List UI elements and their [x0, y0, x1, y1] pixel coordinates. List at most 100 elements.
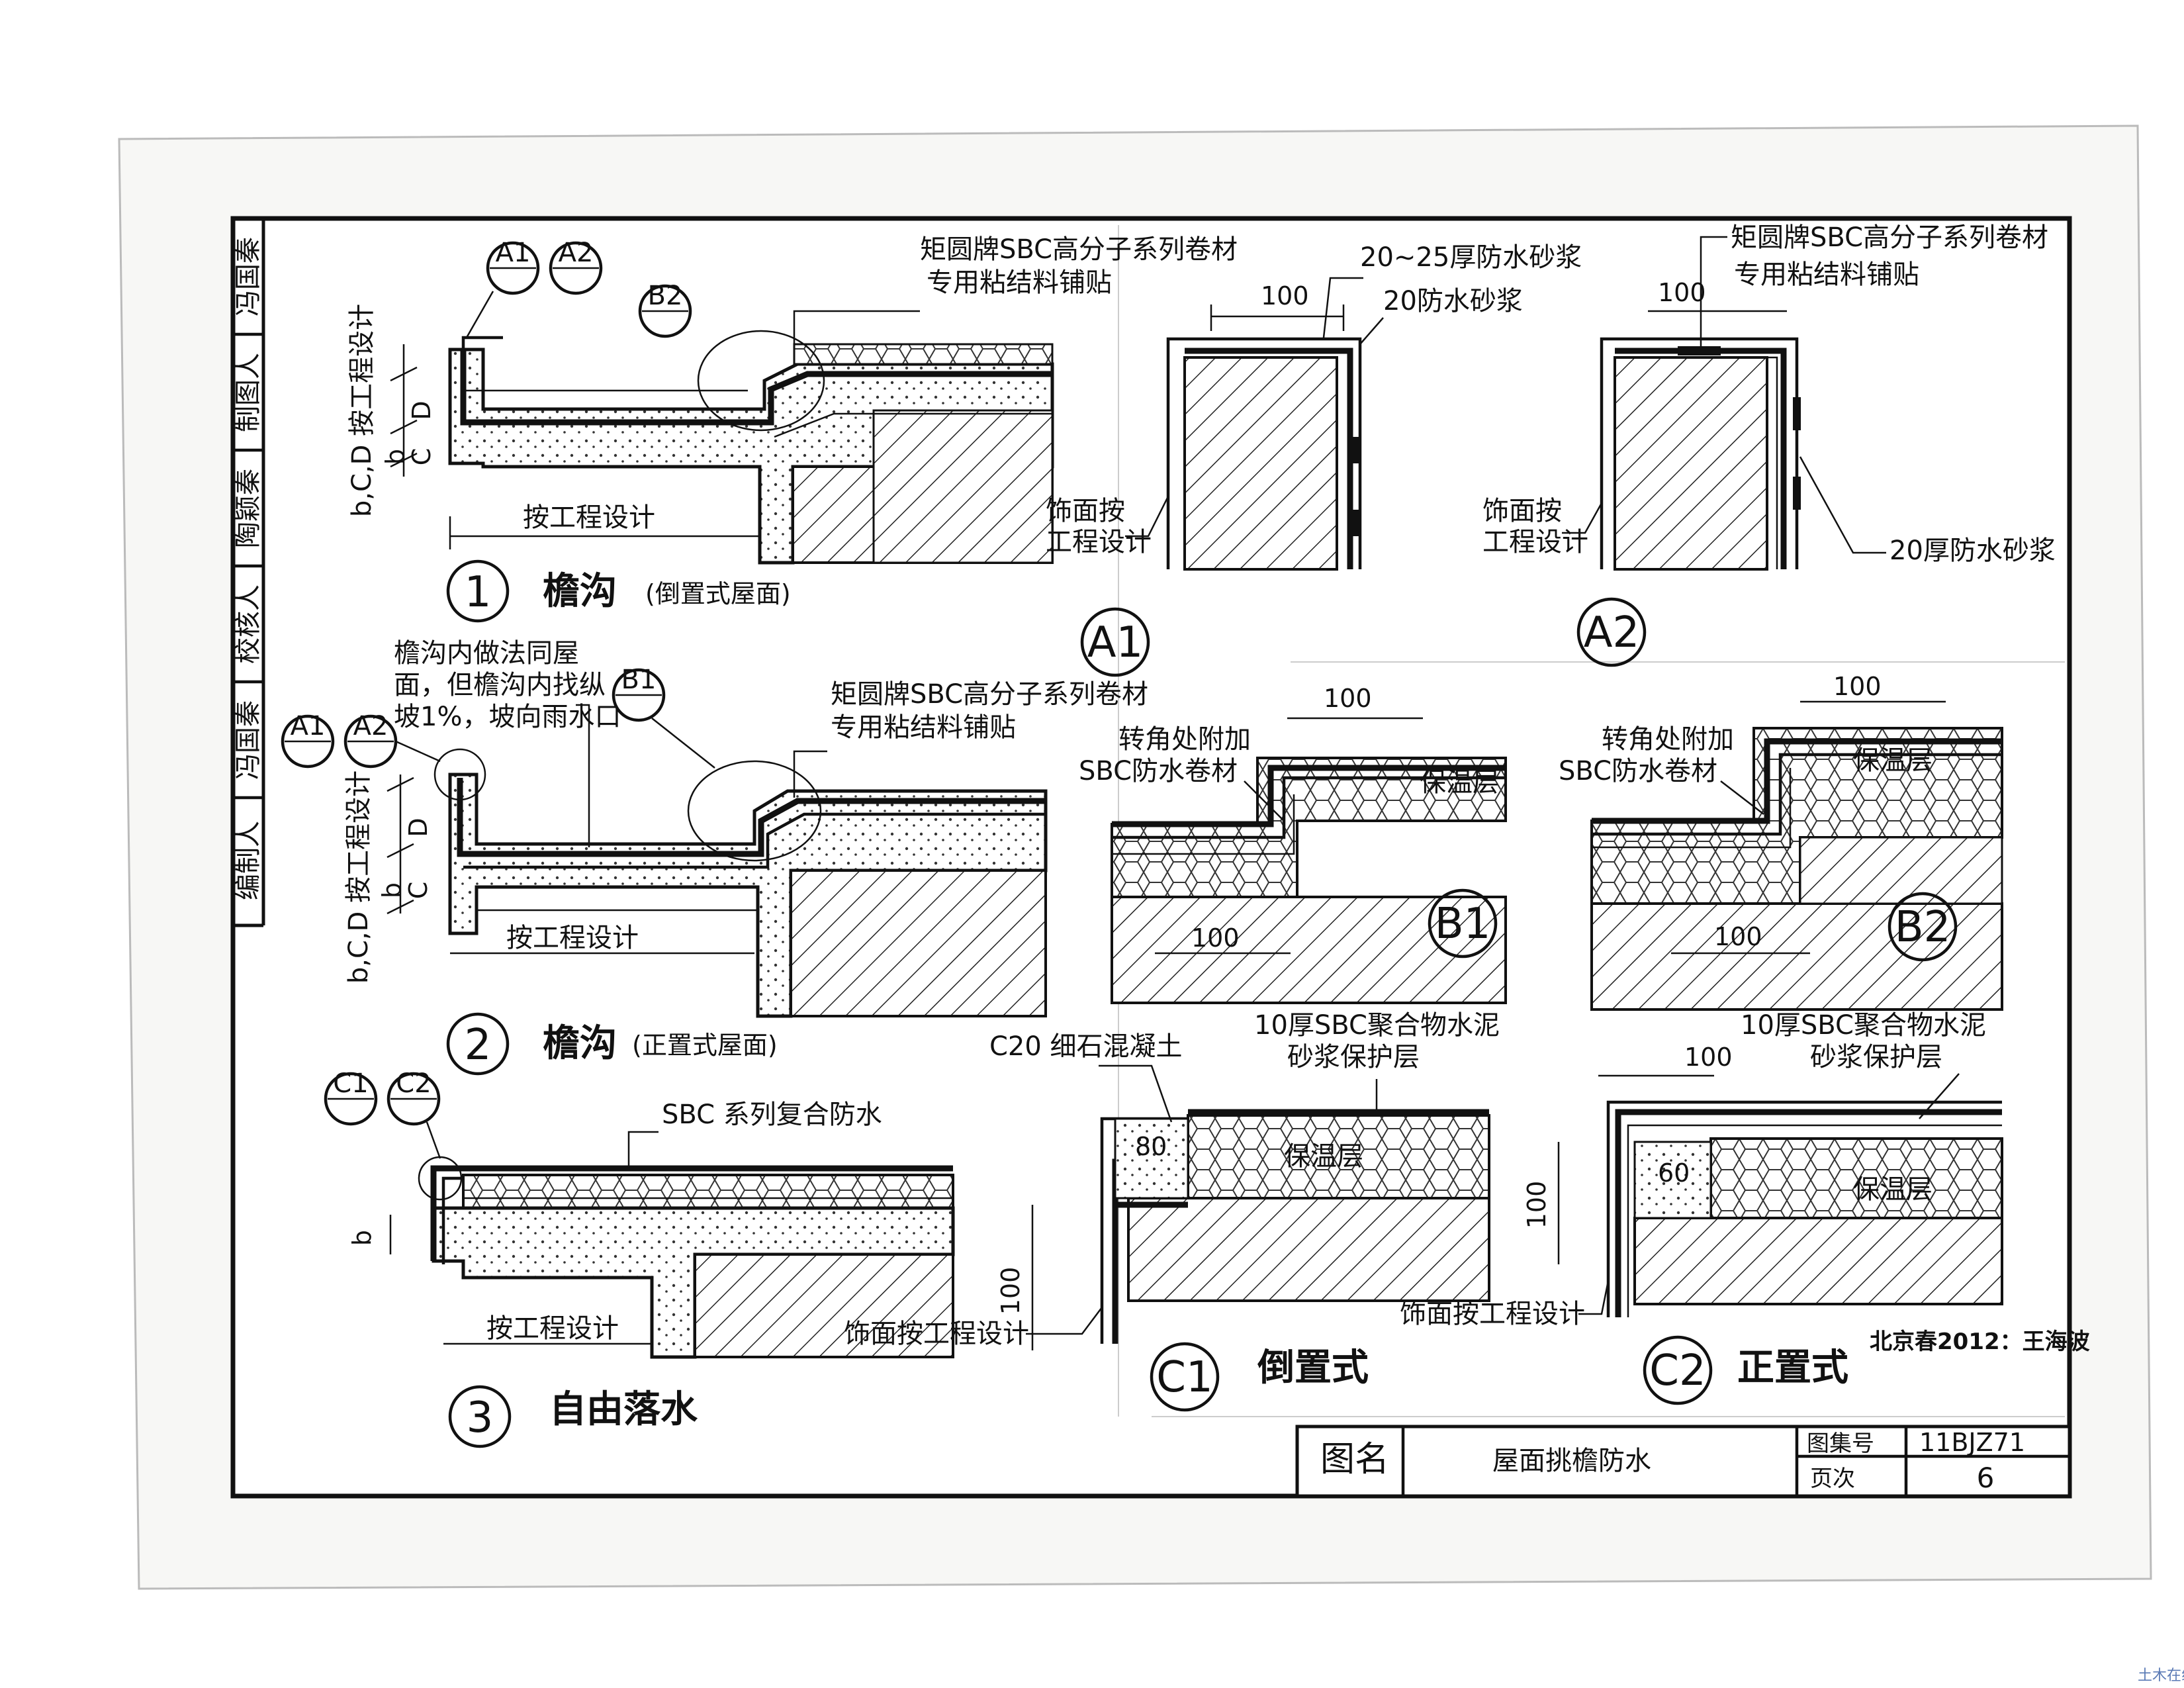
b1-ref-label: B1	[1435, 900, 1491, 949]
sidebar-role-5: 冯国秦	[233, 700, 263, 780]
c1-type: 倒置式	[1257, 1346, 1369, 1389]
tb-label-name: 图名	[1320, 1440, 1389, 1479]
tb-label-atlas: 图集号	[1807, 1430, 1874, 1457]
d3-ref-c1: C1	[333, 1068, 368, 1099]
d2-membrane-2: 专用粘结料铺贴	[831, 712, 1016, 743]
d1-title: 檐沟	[543, 570, 617, 613]
detail-c2: 100 60 100 保温层 10厚SBC聚合物水泥 砂浆保护层 饰面按工程设计…	[1400, 1010, 2003, 1405]
d2-number: 2	[465, 1021, 492, 1070]
d1-ref-a2: A2	[559, 238, 594, 268]
b2-corner-1: 转角处附加	[1602, 724, 1734, 755]
c2-protect-1: 10厚SBC聚合物水泥	[1741, 1010, 1986, 1041]
d1-dim-c: C	[407, 448, 436, 466]
sidebar-roles: 冯国秦 制图人 陶颖秦 校核人 冯国秦 编制人	[233, 237, 263, 900]
d1-dim-d: D	[407, 400, 436, 420]
a1-mortar-a: 20~25厚防水砂浆	[1360, 242, 1582, 273]
d1-bcd-design: b,C,D 按工程设计	[347, 304, 377, 517]
c1-finish: 饰面按工程设计	[844, 1319, 1029, 1349]
detail-3-free-drainage: b 按工程设计 C1 C2 SBC 系列复合防水 3 自由落水	[324, 1068, 955, 1448]
d3-ref-c2: C2	[396, 1068, 431, 1099]
d3-width-design: 按工程设计	[486, 1313, 619, 1344]
b2-corner-2: SBC防水卷材	[1559, 756, 1717, 786]
c2-finish: 饰面按工程设计	[1400, 1299, 1585, 1329]
c2-dim-100-top: 100	[1684, 1043, 1733, 1072]
a2-dim-100: 100	[1658, 278, 1706, 307]
b1-insulation: 保温层	[1420, 767, 1499, 798]
d2-bcd-design: b,C,D 按工程设计	[343, 771, 374, 984]
d2-width-design: 按工程设计	[506, 923, 639, 953]
d2-ref-b1: B1	[621, 665, 657, 695]
d3-dim-b: b	[347, 1230, 377, 1246]
c1-protect-1: 10厚SBC聚合物水泥	[1254, 1010, 1500, 1041]
c1-dim-80: 80	[1135, 1132, 1167, 1161]
scan-ghost-lines	[1118, 225, 2065, 1417]
d2-note-2: 面，但檐沟内找纵	[394, 670, 606, 700]
a2-mortar: 20厚防水砂浆	[1889, 536, 2056, 566]
sidebar-role-1: 冯国秦	[233, 237, 263, 316]
b2-insulation: 保温层	[1853, 745, 1933, 776]
b1-dim-top: 100	[1324, 684, 1372, 713]
b2-dim-top: 100	[1833, 672, 1882, 701]
c1-dim-100: 100	[996, 1267, 1025, 1315]
tb-atlas: 11BJZ71	[1919, 1428, 2025, 1457]
d1-dim-b: b	[381, 449, 410, 465]
a2-membrane-2: 专用粘结料铺贴	[1734, 259, 1919, 290]
tb-label-page: 页次	[1810, 1466, 1855, 1492]
d2-dim-b: b	[377, 882, 406, 898]
c1-ref-label: C1	[1156, 1353, 1212, 1402]
a1-finish-2: 工程设计	[1046, 527, 1152, 557]
detail-b2: 100 100 转角处附加 SBC防水卷材 保温层 B2	[1559, 672, 2003, 1011]
d2-ref-a2: A2	[353, 711, 388, 741]
d2-dim-d: D	[404, 818, 433, 837]
a2-finish-2: 工程设计	[1482, 527, 1588, 557]
d1-ref-b2: B2	[648, 281, 683, 311]
c1-protect-2: 砂浆保护层	[1287, 1042, 1420, 1072]
b2-dim-bottom: 100	[1714, 922, 1762, 951]
sidebar-role-2: 制图人	[233, 353, 263, 432]
d1-ref-a1: A1	[496, 238, 531, 268]
sidebar-role-4: 校核人	[233, 585, 263, 664]
d3-title: 自由落水	[549, 1388, 698, 1431]
c2-dim-60: 60	[1658, 1158, 1690, 1188]
watermark: 土木在线	[2138, 1667, 2184, 1684]
a1-ref-label: A1	[1087, 618, 1144, 667]
a2-finish-1: 饰面按	[1482, 496, 1562, 526]
b1-dim-bottom: 100	[1191, 923, 1240, 953]
d2-subtitle: (正置式屋面)	[632, 1031, 778, 1060]
d2-ref-a1: A1	[291, 711, 326, 741]
detail-1-eaves-gutter-inverted: D C b b,C,D 按工程设计 按工程设计 A1 A2 B2 矩圆牌SBC高…	[347, 234, 1238, 623]
d2-title: 檐沟	[543, 1022, 617, 1065]
d2-note-1: 檐沟内做法同屋	[394, 638, 579, 669]
detail-c1: 80 100 保温层 C20 细石混凝土 10厚SBC聚合物水泥 砂浆保护层 饰…	[844, 1010, 1500, 1412]
d2-note-3: 坡1%，坡向雨水口	[394, 702, 621, 732]
d1-membrane-1: 矩圆牌SBC高分子系列卷材	[920, 234, 1238, 265]
title-block: 图名 屋面挑檐防水 图集号 11BJZ71 页次 6	[1295, 1425, 2071, 1498]
d2-dim-c: C	[404, 882, 433, 900]
a1-dim-100: 100	[1261, 281, 1309, 310]
c1-insulation: 保温层	[1284, 1141, 1363, 1172]
b1-corner-2: SBC防水卷材	[1079, 756, 1238, 786]
a2-membrane-1: 矩圆牌SBC高分子系列卷材	[1731, 222, 2048, 253]
d1-subtitle: (倒置式屋面)	[645, 579, 791, 608]
detail-a1: 100 20~25厚防水砂浆 20防水砂浆 饰面按 工程设计 A1	[1046, 242, 1582, 677]
a1-finish-1: 饰面按	[1046, 496, 1125, 526]
detail-2-eaves-gutter-upright: D C b b,C,D 按工程设计 按工程设计 A1 A2 B1 檐沟内做法同屋…	[281, 638, 1148, 1076]
c2-protect-2: 砂浆保护层	[1810, 1042, 1942, 1072]
sidebar-role-3: 陶颖秦	[233, 469, 263, 548]
d1-width-design: 按工程设计	[523, 502, 655, 533]
detail-b1: 100 100 转角处附加 SBC防水卷材 保温层 B1	[1079, 684, 1507, 1004]
sidebar-role-6: 编制人	[233, 821, 263, 900]
c2-ref-label: C2	[1649, 1346, 1706, 1395]
d1-membrane-2: 专用粘结料铺贴	[927, 267, 1112, 298]
tb-page: 6	[1977, 1462, 1995, 1494]
c2-insulation: 保温层	[1853, 1174, 1933, 1205]
author-credit: 北京春2012：王海波	[1870, 1329, 2090, 1355]
d3-number: 3	[467, 1393, 494, 1442]
d3-composite: SBC 系列复合防水	[662, 1100, 882, 1130]
b2-ref-label: B2	[1895, 903, 1951, 952]
c2-dim-100-side: 100	[1522, 1181, 1551, 1229]
c2-type: 正置式	[1737, 1346, 1848, 1389]
c1-concrete: C20 细石混凝土	[989, 1031, 1183, 1062]
detail-a2: 100 矩圆牌SBC高分子系列卷材 专用粘结料铺贴 饰面按 工程设计 20厚防水…	[1482, 222, 2056, 667]
a1-mortar-b: 20防水砂浆	[1383, 286, 1523, 316]
